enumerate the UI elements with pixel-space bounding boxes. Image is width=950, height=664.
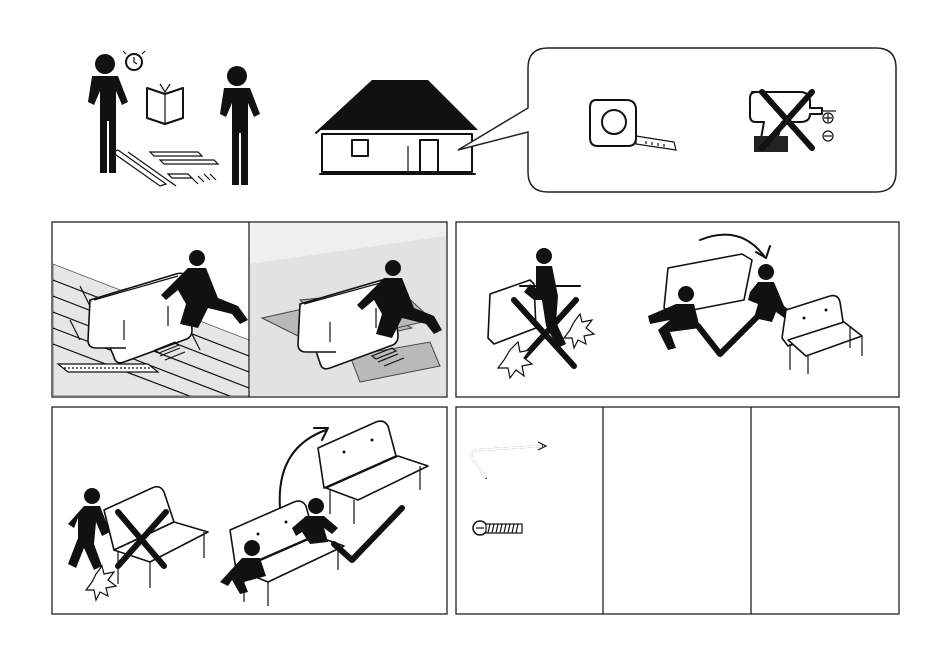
step-panel-floor-protection [52,222,447,400]
house-icon [316,80,478,174]
step-panel-carry [52,407,447,614]
phillips-head-icon [823,113,833,123]
overview-section [88,48,896,192]
tools-callout [458,48,896,192]
hardware-panel [456,407,899,614]
person-left-icon [88,54,128,173]
person-right-icon [220,66,260,185]
alarm-clock-icon [123,51,145,70]
parts-icon [112,150,218,186]
manual-icon [147,84,183,124]
step-panel-flip [456,222,899,397]
